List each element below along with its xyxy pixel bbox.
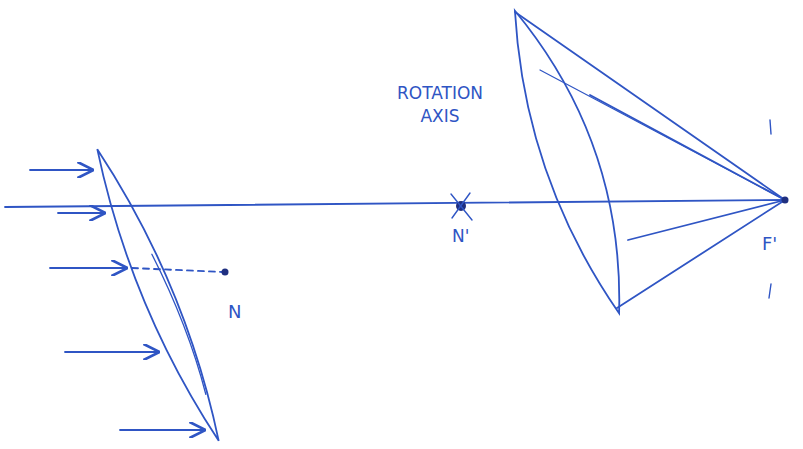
cross-mark xyxy=(451,194,472,220)
axis-label: ROTATION AXIS xyxy=(380,82,500,128)
converging-ray xyxy=(515,12,785,200)
point-label: N xyxy=(228,300,241,324)
dashed-line xyxy=(132,268,222,272)
incoming-ray xyxy=(58,212,104,214)
point-label: F' xyxy=(762,232,777,256)
tilted-lens xyxy=(83,143,232,446)
incoming-ray xyxy=(65,351,158,353)
converging-ray xyxy=(628,200,785,240)
focal-point xyxy=(782,197,789,204)
focal-plane-tick xyxy=(770,120,771,134)
converging-ray xyxy=(540,70,785,200)
focal-plane-tick xyxy=(769,284,771,298)
converging-ray xyxy=(617,200,785,308)
optical-axis xyxy=(5,200,785,207)
incoming-ray xyxy=(30,169,92,171)
incoming-ray xyxy=(50,267,126,269)
nodal-point xyxy=(222,269,229,276)
lens xyxy=(494,1,648,321)
incoming-ray xyxy=(120,429,204,431)
point-label: N' xyxy=(452,225,469,248)
cross-mark xyxy=(452,193,470,218)
